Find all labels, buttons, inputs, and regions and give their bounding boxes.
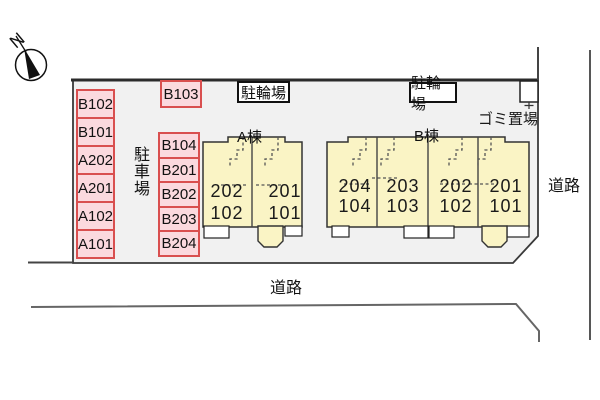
- parking-space-b102: B102: [76, 89, 115, 119]
- parking-space-a101: A101: [76, 229, 115, 259]
- building-a-porch-right: [284, 225, 303, 237]
- building-b-entrance-bay: [481, 225, 508, 248]
- garbage-box: [519, 80, 539, 103]
- bicycle-parking-label-1: 駐輪場: [237, 81, 290, 103]
- building-b-porch-center-right: [428, 225, 455, 239]
- unit-b103-number: 103: [386, 196, 420, 216]
- parking-space-b203: B203: [158, 206, 200, 233]
- parking-space-a202: A202: [76, 145, 115, 175]
- parking-space-b104: B104: [158, 132, 200, 159]
- unit-b202-number: 202: [439, 176, 473, 196]
- unit-b102-number: 102: [439, 196, 473, 216]
- unit-b203-number: 203: [386, 176, 420, 196]
- building-b-porch-left: [331, 225, 350, 238]
- unit-b104-number: 104: [338, 196, 372, 216]
- unit-a202-number: 202: [210, 181, 244, 201]
- compass-needle: [24, 48, 40, 79]
- building-a-name: A棟: [237, 129, 263, 146]
- road-bottom-label: 道路: [270, 280, 303, 297]
- parking-space-b202: B202: [158, 181, 200, 208]
- road-bottom-lower-line: [30, 302, 540, 342]
- unit-b204-number: 204: [338, 176, 372, 196]
- building-b-stair-dash-1: [344, 137, 371, 185]
- building-a-entrance-bay: [257, 225, 284, 248]
- compass-north-label: N: [6, 29, 29, 53]
- building-b-porch-center-left: [403, 225, 429, 239]
- unit-a102-number: 102: [210, 203, 244, 223]
- garbage-area-label: ゴミ置場: [477, 111, 538, 128]
- road-right-label: 道路: [548, 178, 581, 195]
- parking-space-b101: B101: [76, 117, 115, 147]
- bicycle-parking-label-2: 駐輪場: [409, 75, 457, 113]
- building-b-stair-dash-2: [372, 137, 399, 179]
- building-a-stair-dash-1: [221, 137, 248, 186]
- building-b-porch-right: [506, 225, 530, 238]
- parking-space-a201: A201: [76, 173, 115, 203]
- parking-space-a102: A102: [76, 201, 115, 231]
- unit-a201-number: 201: [268, 181, 302, 201]
- parking-space-b204: B204: [158, 230, 200, 257]
- building-b-stair-dash-4: [469, 137, 496, 185]
- parking-space-b201: B201: [158, 157, 200, 184]
- parking-area-label: 駐車場: [131, 146, 148, 197]
- compass-needle-tail: [15, 35, 27, 53]
- building-a-stair-dash-2: [256, 137, 283, 186]
- garbage-box-mark: [524, 102, 534, 109]
- unit-b101-number: 101: [489, 196, 523, 216]
- unit-a101-number: 101: [268, 203, 302, 223]
- building-b-name: B棟: [414, 128, 440, 145]
- building-b-stair-dash-3: [440, 137, 467, 185]
- parking-space-b103: B103: [160, 80, 202, 108]
- unit-b201-number: 201: [489, 176, 523, 196]
- building-a-porch-left: [203, 225, 230, 239]
